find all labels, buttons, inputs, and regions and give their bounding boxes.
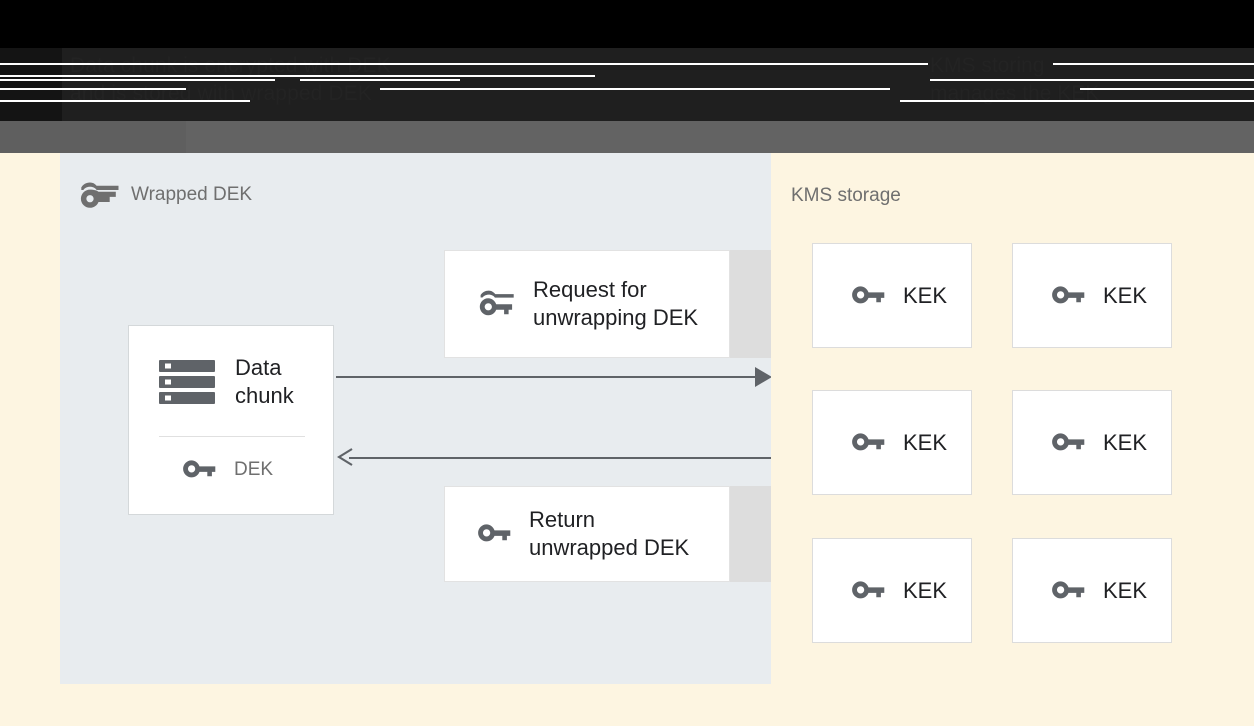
kek-card-label: KEK	[1103, 429, 1148, 455]
wrapped-dek-panel-title: Wrapped DEK	[131, 184, 253, 205]
scan-artifact	[900, 100, 1254, 102]
scan-artifact	[0, 63, 400, 65]
scan-artifact	[0, 79, 275, 81]
data-chunk-dek-label: DEK	[234, 459, 274, 480]
data-chunk-divider	[159, 436, 305, 437]
key-icon	[1051, 285, 1085, 306]
key-icon	[477, 524, 511, 544]
banner-title-left: Data chunk is encrypted with DEK and is …	[70, 54, 391, 105]
kek-card[interactable]: KEK	[812, 243, 972, 348]
scan-artifact	[0, 100, 250, 102]
return-unwrapped-dek-label: Return unwrapped DEK	[529, 507, 690, 560]
server-storage-icon	[159, 359, 215, 405]
return-card-band	[730, 486, 771, 582]
key-icon	[851, 580, 885, 601]
return-arrow-head-icon	[337, 448, 353, 466]
return-unwrapped-dek-card[interactable]: Return unwrapped DEK	[444, 486, 730, 582]
request-arrow-line	[336, 376, 762, 378]
kek-card-label: KEK	[903, 282, 948, 308]
scan-artifact	[1080, 88, 1254, 90]
banner-grey-bar-left	[0, 121, 186, 153]
kek-card-label: KEK	[903, 577, 948, 603]
key-icon	[851, 285, 885, 306]
wrapped-key-icon	[78, 182, 120, 208]
banner-dark-area	[0, 48, 1254, 121]
data-chunk-row: Data chunk	[159, 354, 294, 410]
key-icon	[1051, 432, 1085, 453]
banner-dark-left-block	[0, 48, 62, 121]
kek-card[interactable]: KEK	[1012, 538, 1172, 643]
kek-card-label: KEK	[903, 429, 948, 455]
key-icon	[182, 460, 216, 480]
kek-card[interactable]: KEK	[812, 390, 972, 495]
key-icon	[851, 432, 885, 453]
request-arrow-head-icon	[755, 367, 772, 387]
kek-card-label: KEK	[1103, 282, 1148, 308]
key-icon	[1051, 580, 1085, 601]
request-unwrap-dek-card[interactable]: Request for unwrapping DEK	[444, 250, 730, 358]
kek-card[interactable]: KEK	[1012, 243, 1172, 348]
kek-card[interactable]: KEK	[812, 538, 972, 643]
banner-grey-bar	[0, 121, 1254, 153]
data-chunk-dek-row: DEK	[182, 459, 273, 481]
scan-artifact	[300, 79, 460, 81]
kek-card-label: KEK	[1103, 577, 1148, 603]
banner-title-right: KMS storing manages the KEK	[930, 54, 1100, 105]
scan-artifact	[930, 79, 1254, 81]
data-chunk-label: Data chunk	[235, 355, 294, 408]
wrapped-key-icon	[477, 290, 515, 318]
scan-artifact	[380, 88, 890, 90]
request-unwrap-dek-label: Request for unwrapping DEK	[533, 277, 699, 330]
request-card-band	[730, 250, 771, 358]
scan-artifact	[0, 75, 595, 77]
scan-artifact	[1053, 63, 1254, 65]
kms-storage-panel-title: KMS storage	[791, 185, 901, 206]
scan-artifact	[398, 63, 928, 65]
banner-top-black-bar	[0, 0, 1254, 48]
return-arrow-line	[349, 457, 771, 459]
scan-artifact	[0, 88, 186, 90]
kek-card[interactable]: KEK	[1012, 390, 1172, 495]
data-chunk-card[interactable]: Data chunk DEK	[128, 325, 334, 515]
